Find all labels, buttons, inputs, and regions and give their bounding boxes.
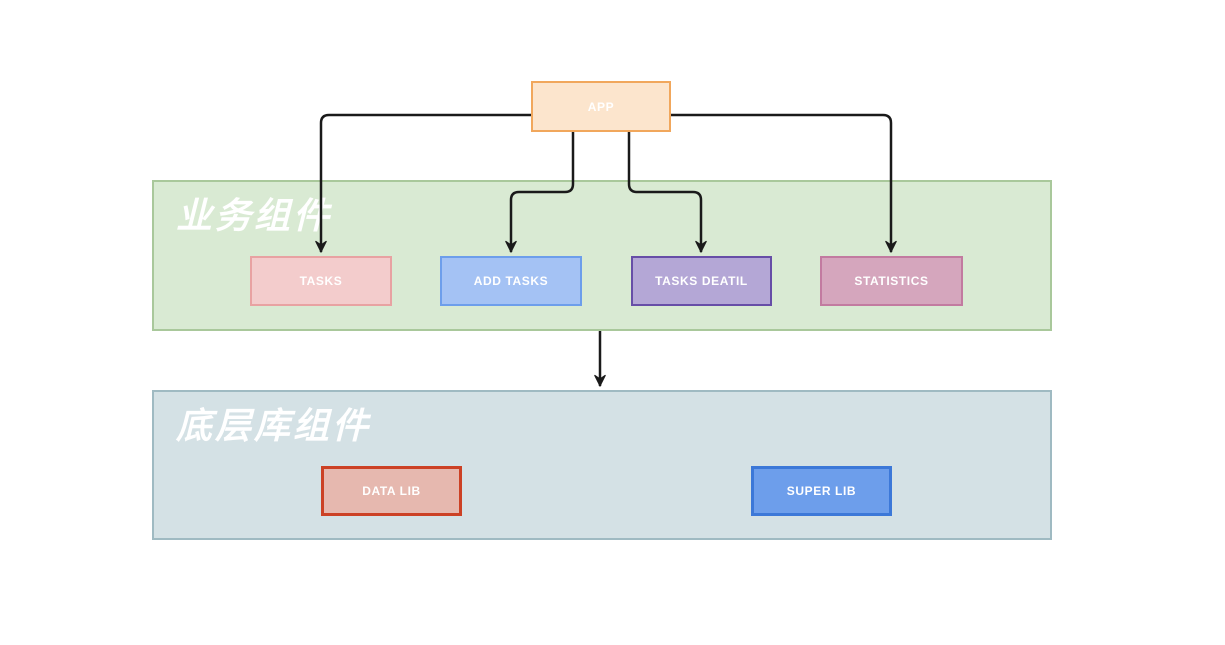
node-app[interactable]: APP xyxy=(531,81,671,132)
section-base-library[interactable]: 底层库组件 xyxy=(152,390,1052,540)
node-data-lib[interactable]: DATA LIB xyxy=(321,466,462,516)
node-tasks-deatil[interactable]: TASKS DEATIL xyxy=(631,256,772,306)
section-base-library-label: 底层库组件 xyxy=(176,405,372,446)
node-super-lib[interactable]: SUPER LIB xyxy=(751,466,892,516)
section-business-label: 业务组件 xyxy=(176,195,333,236)
node-tasks[interactable]: TASKS xyxy=(250,256,392,306)
node-add-tasks[interactable]: ADD TASKS xyxy=(440,256,582,306)
node-statistics[interactable]: STATISTICS xyxy=(820,256,963,306)
